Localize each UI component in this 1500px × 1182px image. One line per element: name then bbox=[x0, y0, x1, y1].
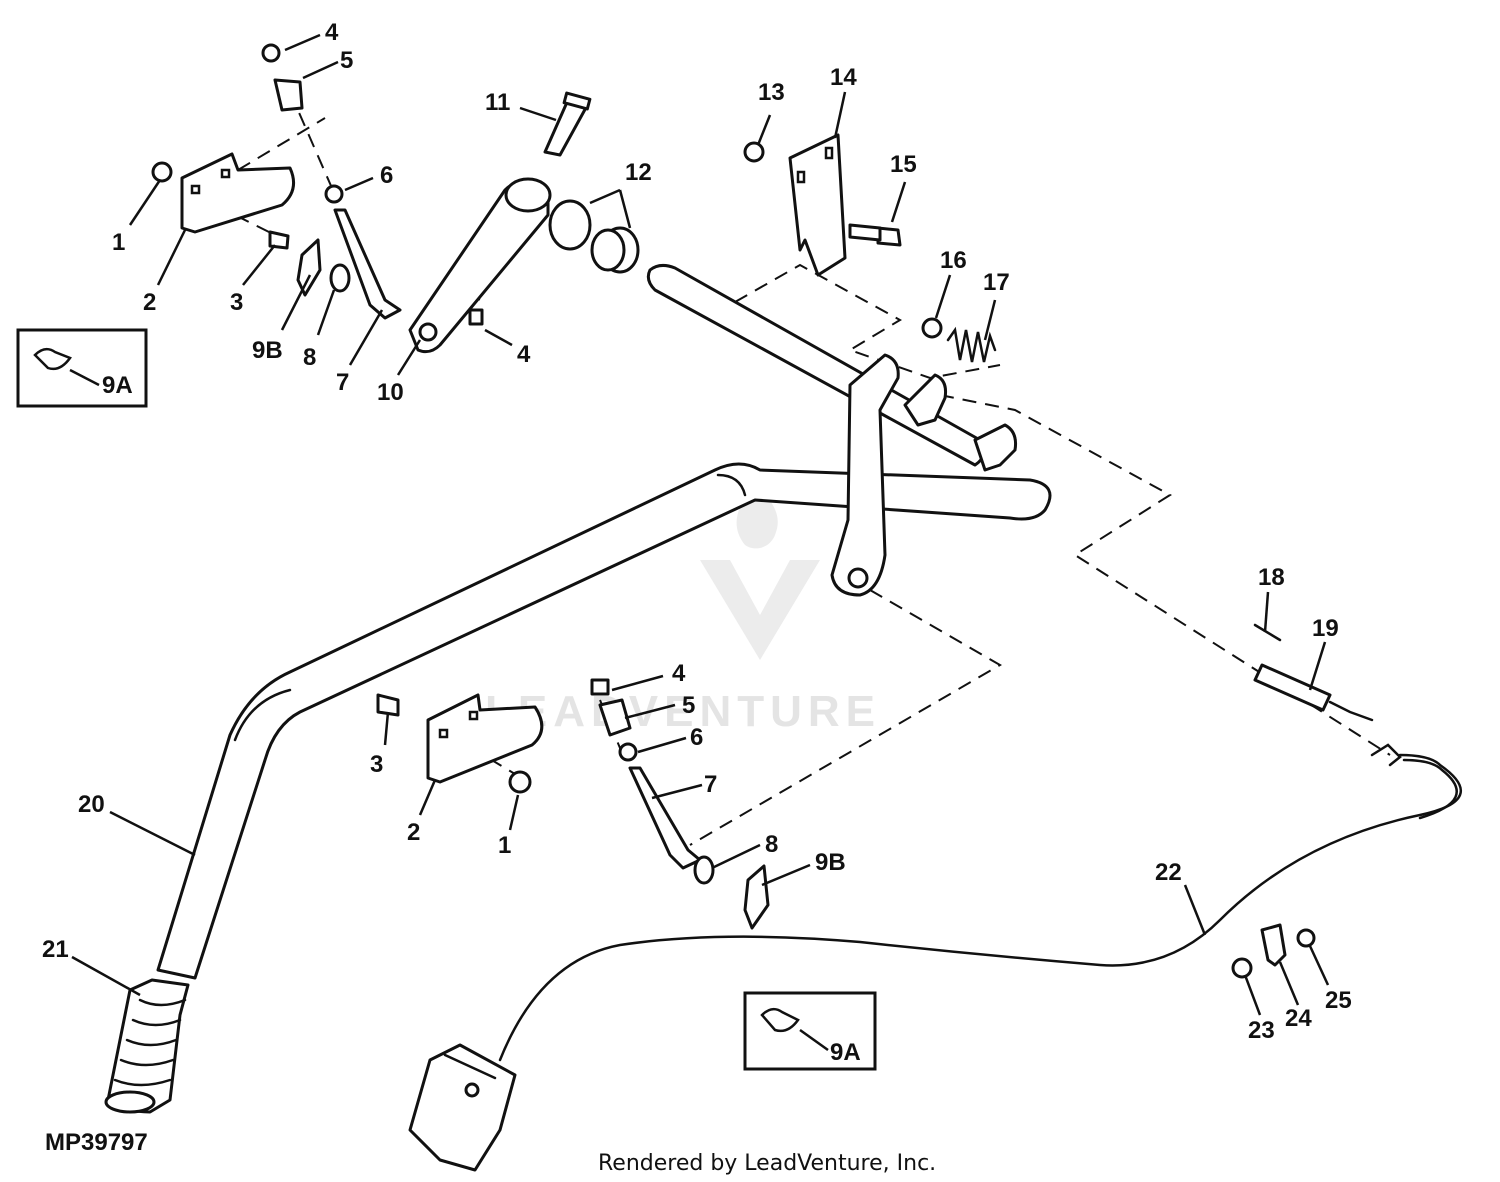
callout-7: 7 bbox=[336, 369, 349, 396]
callout-7b: 7 bbox=[704, 771, 717, 798]
callout-19: 19 bbox=[1312, 615, 1339, 642]
callout-3b: 3 bbox=[370, 751, 383, 778]
callout-22: 22 bbox=[1155, 859, 1182, 886]
left-lower-linkage bbox=[376, 678, 770, 930]
callout-8: 8 bbox=[303, 344, 316, 371]
callout-3: 3 bbox=[230, 289, 243, 316]
credit-text: Rendered by LeadVenture, Inc. bbox=[598, 1151, 936, 1176]
callouts: 1 2 3 4 5 6 9B 8 7 10 4 11 12 13 14 15 1… bbox=[42, 19, 1352, 1044]
callout-6: 6 bbox=[380, 162, 393, 189]
callout-2b: 2 bbox=[407, 819, 420, 846]
figure-id: MP39797 bbox=[45, 1129, 148, 1156]
clevis-5b bbox=[598, 698, 632, 737]
rod-7b bbox=[628, 766, 702, 870]
bracket-14 bbox=[788, 133, 847, 277]
callout-15: 15 bbox=[890, 151, 917, 178]
cable-end bbox=[1253, 623, 1402, 767]
pin-11 bbox=[543, 91, 592, 157]
callout-17: 17 bbox=[983, 269, 1010, 296]
callout-16: 16 bbox=[940, 247, 967, 274]
clip-9Bb bbox=[743, 864, 770, 930]
bolt-15 bbox=[848, 223, 902, 247]
callout-9A-lower: 9A bbox=[830, 1039, 861, 1066]
callout-4: 4 bbox=[325, 19, 339, 46]
callout-5: 5 bbox=[340, 47, 353, 74]
washer-16 bbox=[921, 317, 943, 339]
lift-lever bbox=[156, 462, 1052, 980]
nut-4 bbox=[261, 43, 281, 63]
clevis-5 bbox=[273, 78, 304, 112]
bolt-3 bbox=[268, 230, 290, 250]
callout-2: 2 bbox=[143, 289, 156, 316]
bolt-3b bbox=[376, 693, 400, 717]
callout-24: 24 bbox=[1285, 1005, 1312, 1032]
callout-8b: 8 bbox=[765, 831, 778, 858]
callout-4c: 4 bbox=[672, 660, 686, 687]
callout-25: 25 bbox=[1325, 987, 1352, 1014]
watermark: LEADVENTURE bbox=[485, 480, 881, 736]
callout-10: 10 bbox=[377, 379, 404, 406]
callout-9A-upper: 9A bbox=[102, 372, 133, 399]
clamp-assembly bbox=[1231, 923, 1316, 979]
callout-9B: 9B bbox=[252, 337, 283, 364]
cable-22 bbox=[498, 753, 1462, 1062]
callout-20: 20 bbox=[78, 791, 105, 818]
callout-5b: 5 bbox=[682, 692, 695, 719]
callout-12: 12 bbox=[625, 159, 652, 186]
nut-6b bbox=[618, 742, 638, 762]
callout-1b: 1 bbox=[498, 832, 511, 859]
nut-4c bbox=[590, 678, 610, 696]
callout-6b: 6 bbox=[690, 724, 703, 751]
watermark-text: LEADVENTURE bbox=[485, 687, 881, 736]
washer-8 bbox=[329, 263, 351, 293]
rod-7 bbox=[333, 208, 402, 320]
nut-1b bbox=[508, 770, 532, 794]
nut-13 bbox=[743, 141, 765, 163]
callout-13: 13 bbox=[758, 79, 785, 106]
callout-1: 1 bbox=[112, 229, 125, 256]
legend-box-9A-upper: 9A bbox=[16, 328, 148, 408]
washer-8b bbox=[693, 855, 715, 885]
rock-shaft-assembly bbox=[646, 263, 1017, 597]
legend-box-9A-lower: 9A bbox=[743, 991, 877, 1071]
clip-9B bbox=[296, 238, 322, 297]
callout-11: 11 bbox=[485, 89, 510, 116]
spring-17 bbox=[946, 326, 997, 363]
grip bbox=[104, 978, 190, 1114]
callout-4b: 4 bbox=[517, 341, 531, 368]
left-upper-linkage bbox=[151, 43, 484, 326]
arm-10 bbox=[408, 177, 552, 354]
bushings-12 bbox=[548, 199, 640, 274]
callout-14: 14 bbox=[830, 64, 857, 91]
nut-6 bbox=[324, 184, 344, 204]
pedal bbox=[408, 1043, 517, 1172]
callout-21: 21 bbox=[42, 936, 69, 963]
callout-23: 23 bbox=[1248, 1017, 1275, 1044]
nut-1 bbox=[151, 161, 173, 183]
nut-4b bbox=[468, 308, 484, 326]
callout-9Bb: 9B bbox=[815, 849, 846, 876]
leader-lines bbox=[69, 33, 1330, 1052]
callout-18: 18 bbox=[1258, 564, 1285, 591]
